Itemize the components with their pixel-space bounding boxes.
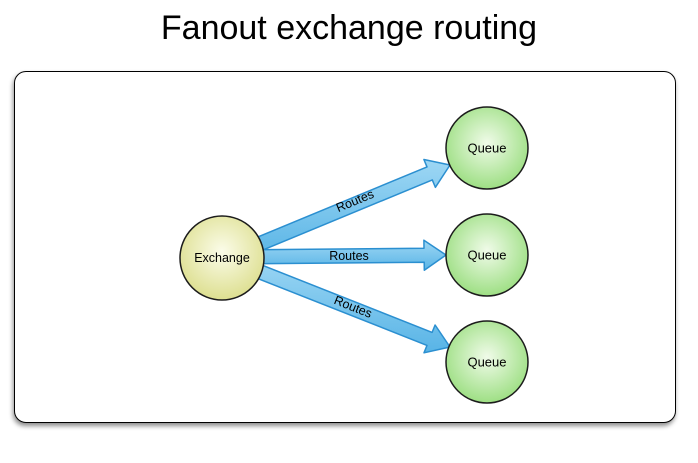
diagram-title: Fanout exchange routing — [160, 9, 538, 47]
queue-node-middle-label: Queue — [467, 248, 506, 263]
route-label-middle: Routes — [329, 249, 369, 263]
exchange-node-label: Exchange — [194, 251, 250, 265]
diagram-canvas — [14, 71, 676, 423]
queue-node-bottom-label: Queue — [467, 355, 506, 370]
queue-node-bottom — [445, 320, 529, 404]
route-arrow-top — [231, 158, 451, 262]
exchange-node — [179, 215, 265, 301]
queue-node-top — [445, 106, 529, 190]
queue-node-middle — [445, 213, 529, 297]
queue-node-top-label: Queue — [467, 141, 506, 156]
route-arrow-bottom — [231, 254, 451, 354]
